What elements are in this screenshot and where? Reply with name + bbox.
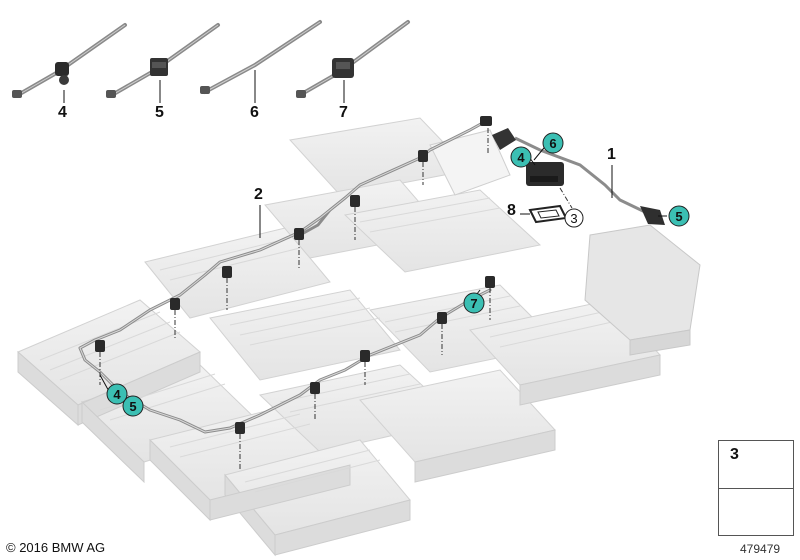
panel-divider (719, 488, 793, 489)
cell-ribs (39, 197, 631, 493)
bubble-5-left (122, 395, 144, 417)
cable-tie-part7 (296, 20, 410, 103)
callout-1: 1 (607, 146, 616, 163)
clip (485, 276, 495, 288)
bubble-text: 7 (470, 296, 477, 311)
clip (95, 340, 105, 352)
part-label-5: 5 (155, 104, 164, 121)
bubble-4-top (510, 146, 532, 168)
module-back-4 (343, 189, 542, 273)
connector-box (526, 162, 564, 186)
mounting-lines (99, 128, 573, 470)
bubble-4-left (106, 383, 128, 405)
clip (418, 150, 428, 162)
clip (170, 298, 180, 310)
clip (437, 312, 447, 324)
part-label-6: 6 (250, 104, 259, 121)
module-mid-2 (209, 289, 401, 381)
cable-tie-part5 (106, 23, 220, 103)
clip (235, 422, 245, 434)
teal-bubbles (106, 132, 690, 417)
detail-screw-label: 3 (730, 446, 739, 463)
cable-tie-part6 (200, 20, 322, 103)
clip (350, 195, 360, 207)
part-label-4: 4 (58, 104, 67, 121)
image-number: 479479 (740, 542, 781, 556)
bubble-text: 4 (113, 387, 121, 402)
detail-panel (718, 440, 794, 536)
bubble-text: 4 (517, 150, 525, 165)
callout-8: 8 (507, 202, 516, 219)
copyright: © 2016 BMW AG (6, 540, 106, 555)
cable-tie-part4 (12, 23, 127, 103)
wiring-harness-highlight (79, 119, 491, 433)
cover-plate (429, 129, 511, 196)
connector-end (640, 206, 665, 225)
clip (310, 382, 320, 394)
clip (480, 116, 492, 126)
gasket-part8 (528, 204, 568, 224)
bubble-3-white (564, 208, 584, 228)
top-parts-row (12, 20, 410, 103)
harness-clips (95, 116, 495, 434)
control-unit (584, 224, 701, 356)
connection-cable-part1 (492, 128, 665, 225)
clip (360, 350, 370, 362)
bubble-5-right (668, 205, 690, 227)
bubble-6 (542, 132, 564, 154)
bubble-7 (463, 292, 485, 314)
callout-2: 2 (254, 186, 263, 203)
part-label-7: 7 (339, 104, 348, 121)
bubble-text: 5 (129, 399, 136, 414)
clip (222, 266, 232, 278)
bubble-text: 5 (675, 209, 682, 224)
battery-module-sides (17, 350, 661, 557)
connector-plug (492, 128, 516, 150)
bubble-texts: 4 6 5 7 4 5 3 (113, 136, 682, 414)
bubble-text: 3 (570, 211, 577, 226)
bubble-text: 6 (549, 136, 556, 151)
clip (294, 228, 304, 240)
